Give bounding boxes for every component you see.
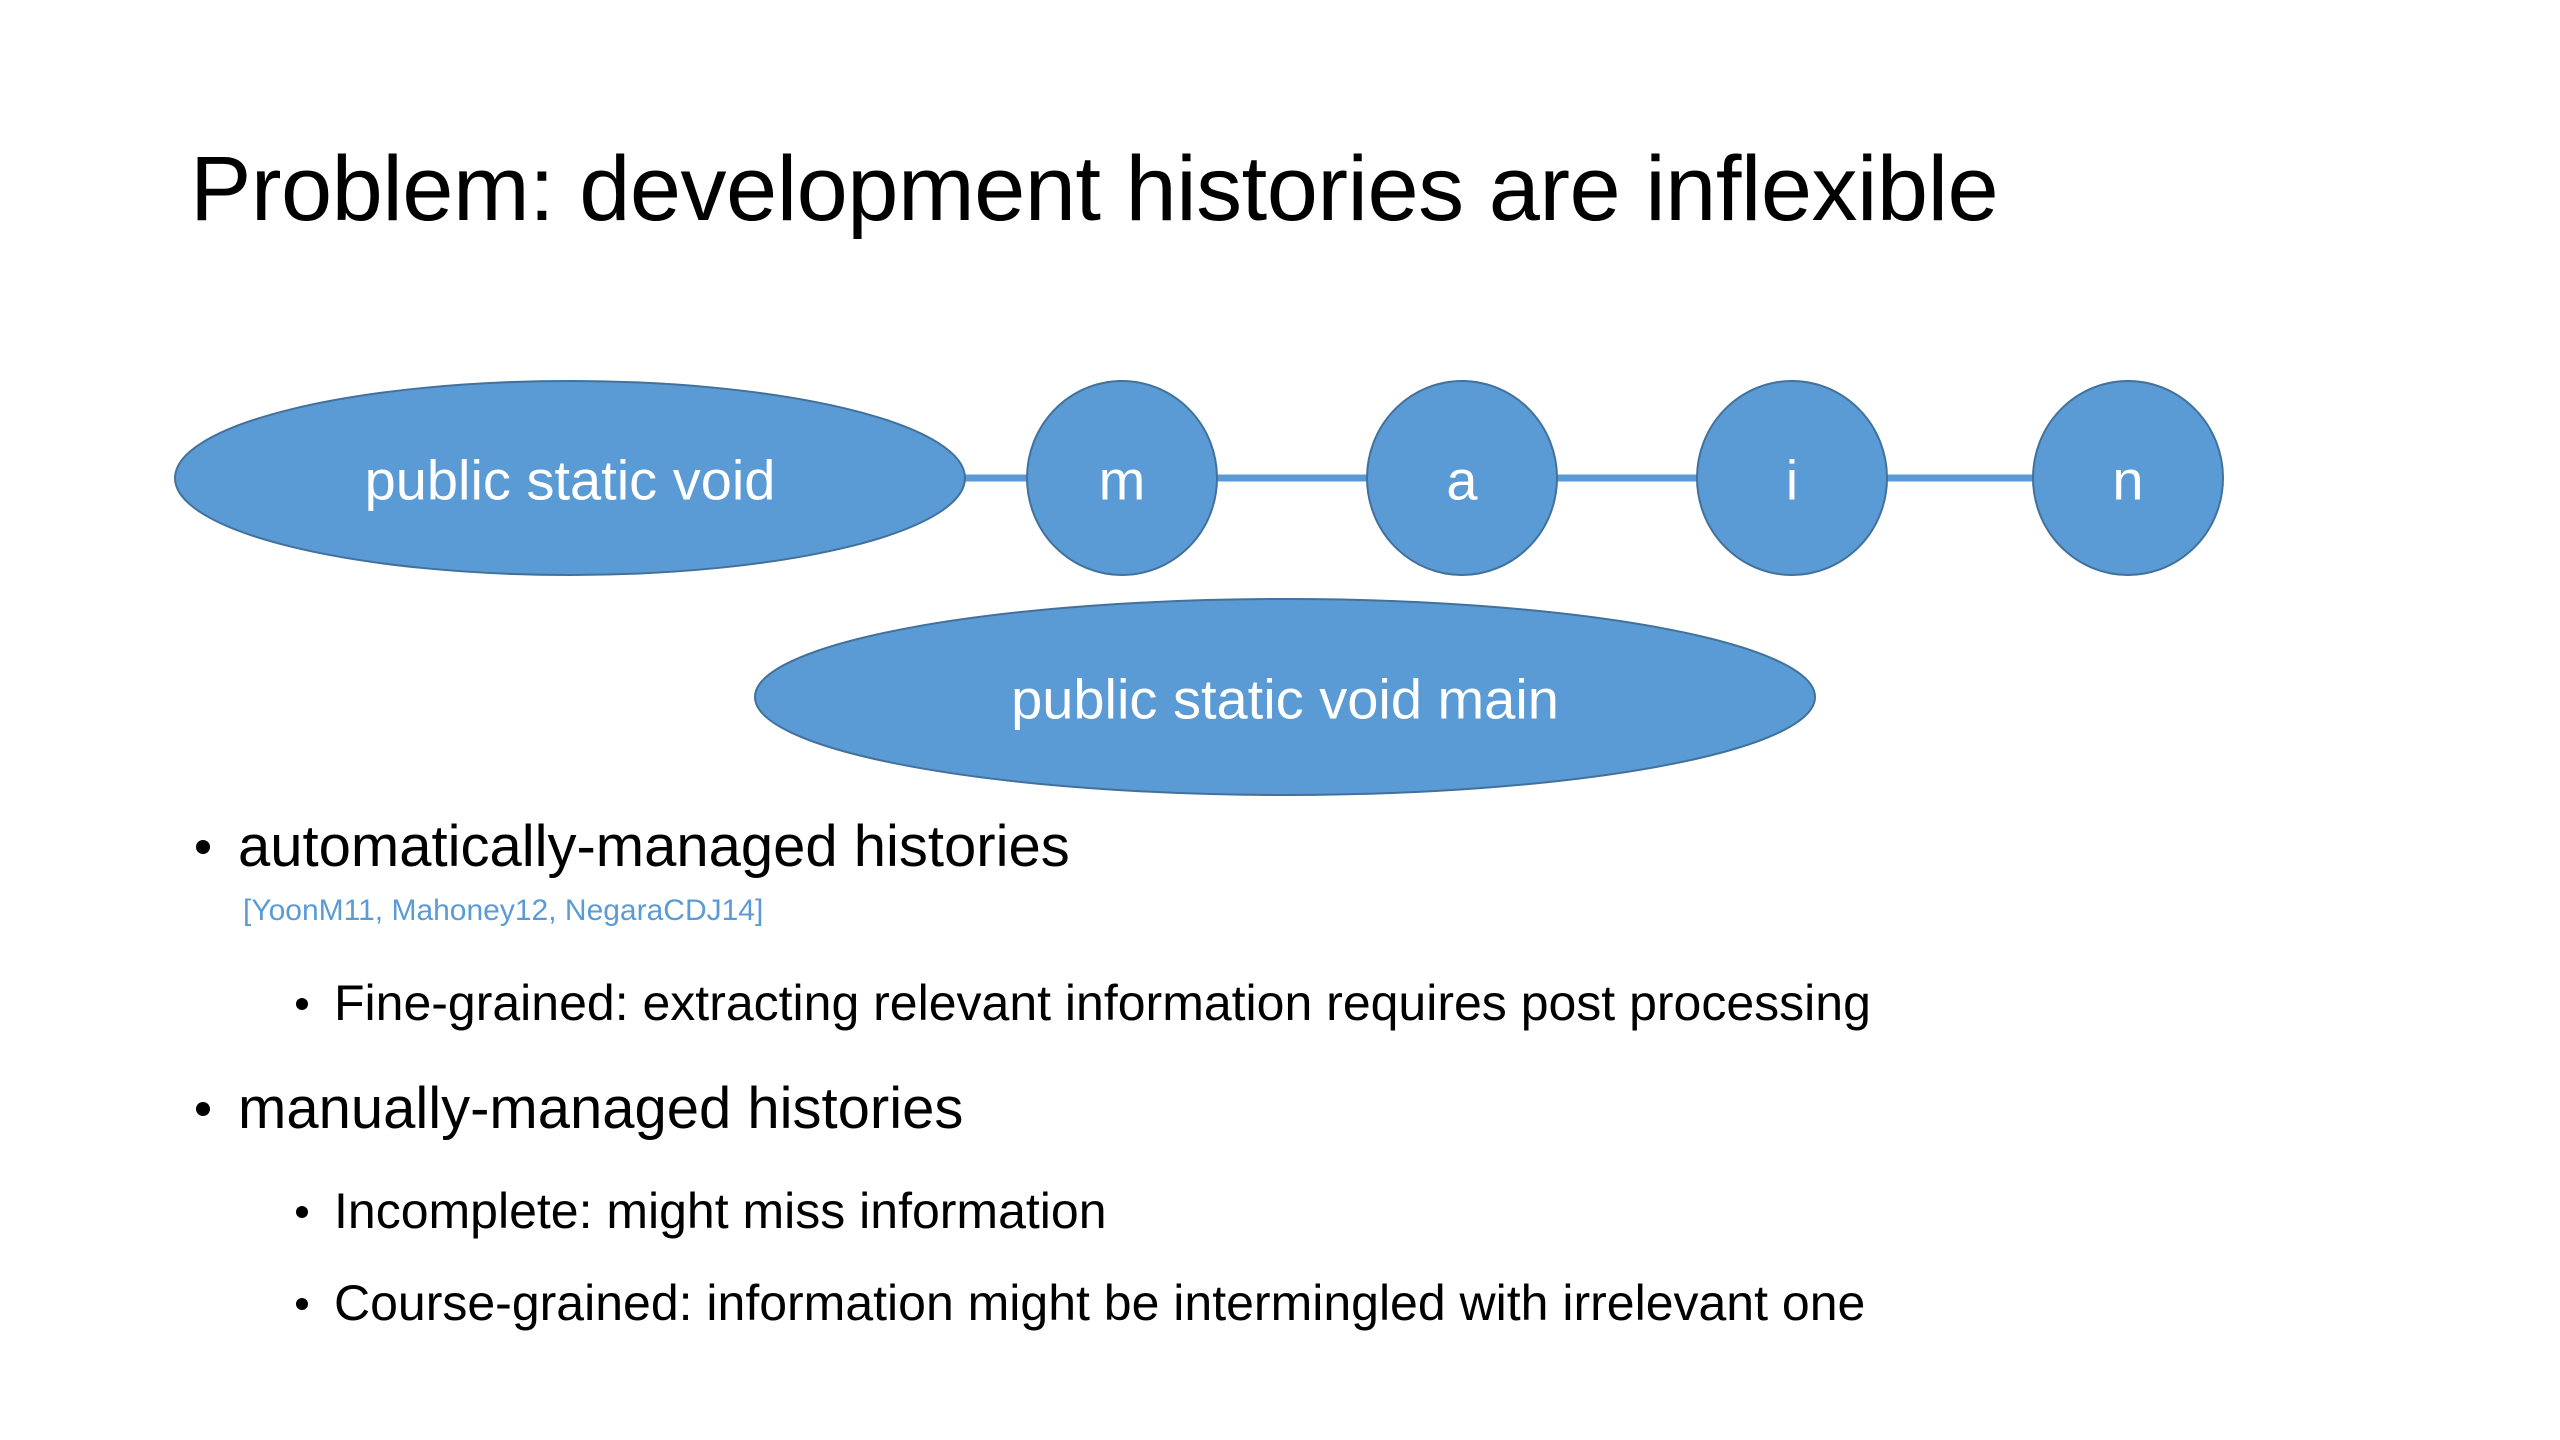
list-item: Course-grained: information might be int… [0,1278,2560,1328]
node-i-label: i [1786,449,1798,512]
spacer [0,1236,2560,1278]
spacer [0,1138,2560,1186]
node-a[interactable]: a [1366,380,1558,576]
bullet-dot-icon [296,998,308,1010]
list-item: automatically-managed histories [0,818,2560,876]
citation-references: [YoonM11, Mahoney12, NegaraCDJ14] [243,894,764,927]
bullet-text-manually-managed: manually-managed histories [238,1076,964,1141]
page-title: Problem: development histories are infle… [190,138,1999,240]
bullet-dot-icon [196,840,210,854]
node-link-diagram: public static void m a i n [0,330,2560,810]
node-m[interactable]: m [1026,380,1218,576]
node-public-static-void-main-label: public static void main [1011,668,1559,731]
node-a-label: a [1446,449,1478,512]
node-m-label: m [1099,449,1146,512]
bullet-list: automatically-managed histories [YoonM11… [0,818,2560,1328]
node-n-label: n [2112,449,2143,512]
bullet-text-fine-grained: Fine-grained: extracting relevant inform… [334,975,1871,1031]
node-i[interactable]: i [1696,380,1888,576]
node-n[interactable]: n [2032,380,2224,576]
bullet-dot-icon [196,1102,210,1116]
spacer [0,1028,2560,1080]
list-item: manually-managed histories [0,1080,2560,1138]
node-public-static-void-main[interactable]: public static void main [754,598,1816,796]
node-public-static-void-label: public static void [365,449,776,512]
bullet-text-automatically-managed: automatically-managed histories [238,814,1070,879]
bullet-text-course-grained: Course-grained: information might be int… [334,1275,1866,1331]
bullet-dot-icon [296,1206,308,1218]
spacer [0,926,2560,978]
list-item: Incomplete: might miss information [0,1186,2560,1236]
list-item: Fine-grained: extracting relevant inform… [0,978,2560,1028]
bullet-dot-icon [296,1298,308,1310]
bullet-text-incomplete: Incomplete: might miss information [334,1183,1107,1239]
node-public-static-void[interactable]: public static void [174,380,966,576]
